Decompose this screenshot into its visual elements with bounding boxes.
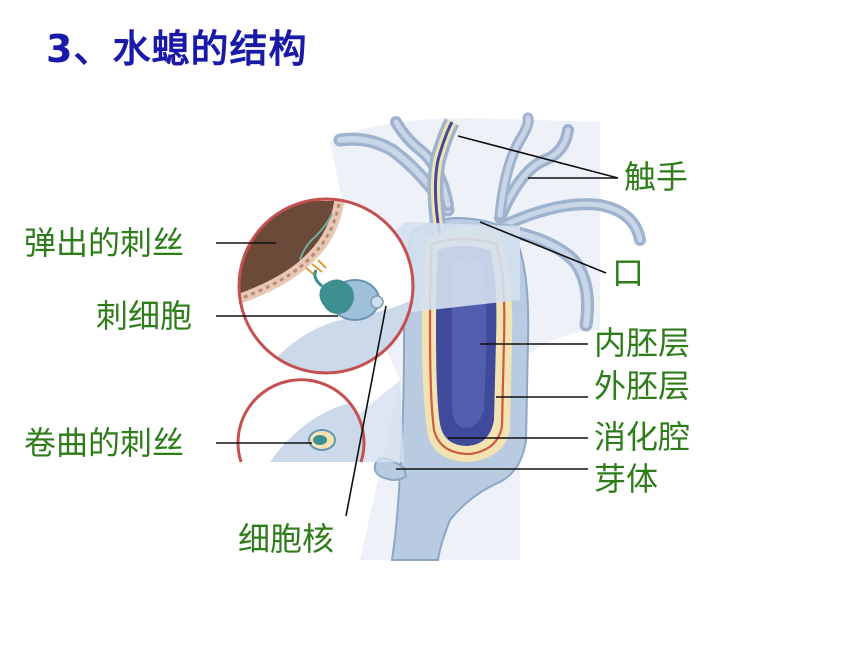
label-ectoderm: 外胚层 bbox=[594, 367, 690, 405]
label-bud: 芽体 bbox=[594, 460, 658, 498]
label-discharged-thread: 弹出的刺丝 bbox=[24, 224, 184, 262]
label-endoderm: 内胚层 bbox=[594, 324, 690, 362]
label-gastric-cavity: 消化腔 bbox=[594, 418, 690, 456]
inset-discharged bbox=[237, 197, 520, 375]
label-mouth: 口 bbox=[612, 254, 644, 292]
label-nucleus: 细胞核 bbox=[238, 520, 334, 558]
inset-coiled bbox=[236, 378, 404, 463]
leader-lines bbox=[216, 135, 619, 517]
cnidocyte-capsule bbox=[319, 279, 354, 314]
slide-title: 3、水螅的结构 bbox=[46, 27, 308, 71]
label-tentacle: 触手 bbox=[624, 158, 688, 196]
label-coiled-thread: 卷曲的刺丝 bbox=[24, 424, 184, 462]
label-cnidocyte: 刺细胞 bbox=[96, 297, 192, 335]
nucleus bbox=[370, 295, 384, 309]
